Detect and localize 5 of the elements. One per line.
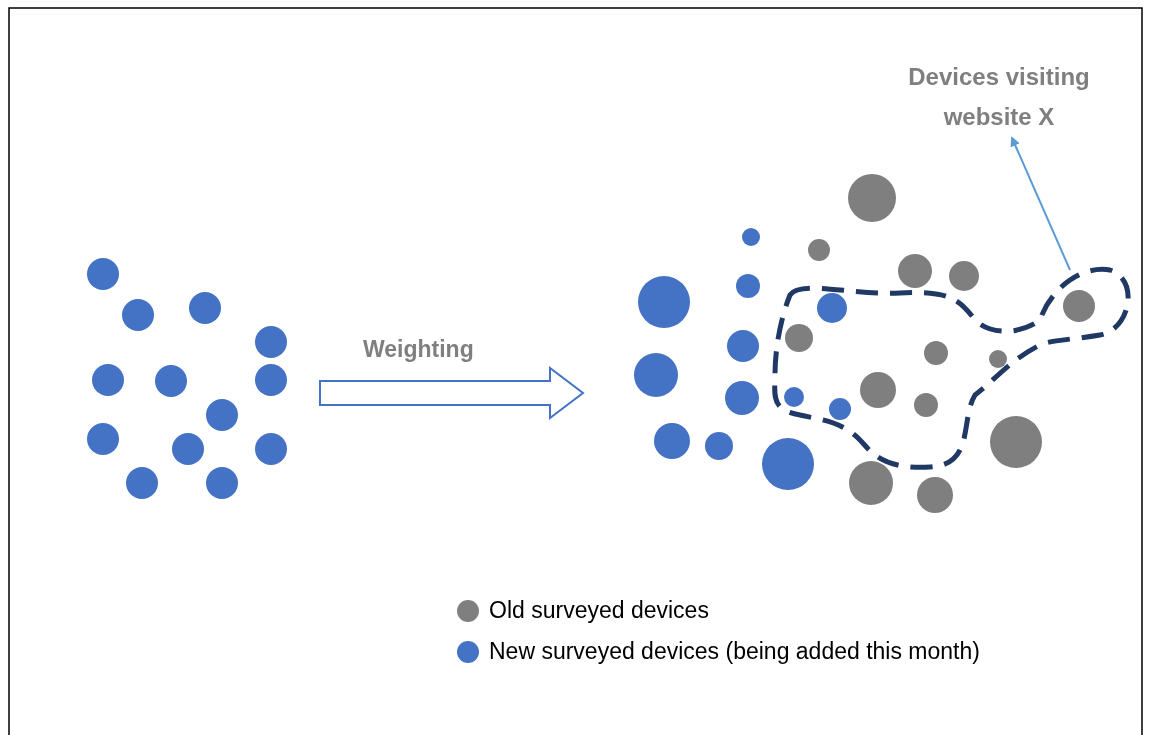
legend-text: Old surveyed devices bbox=[489, 597, 709, 624]
arrow-label: Weighting bbox=[363, 336, 474, 363]
callout-text: Devices visiting website X bbox=[907, 62, 1091, 132]
leader-line bbox=[1010, 136, 1071, 271]
legend-text: New surveyed devices (being added this month) bbox=[489, 638, 980, 665]
